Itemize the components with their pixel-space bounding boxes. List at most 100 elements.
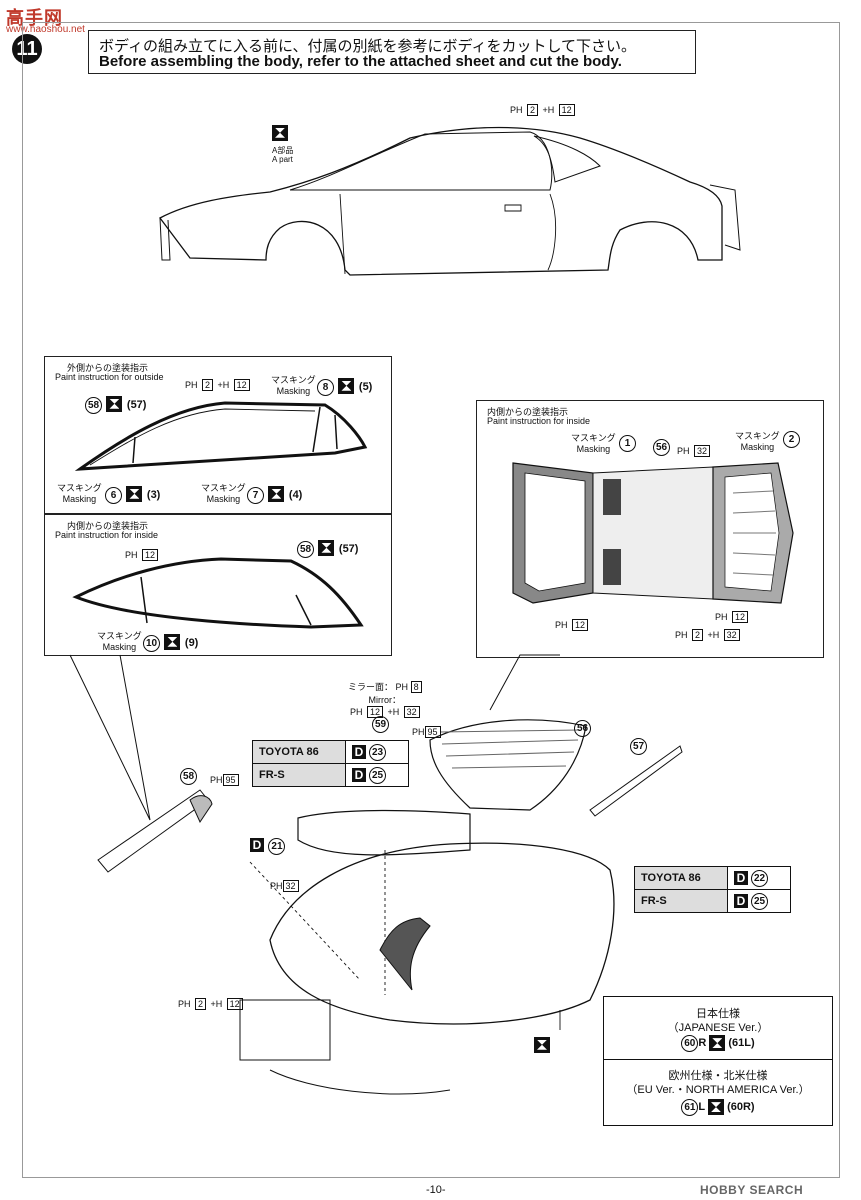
paint-code: 2 [526, 104, 538, 116]
mask-10-callout: 10 (9) [143, 633, 198, 652]
paint-plus: +H [387, 707, 400, 717]
part-number: 61 [681, 1099, 699, 1116]
mask-number-alt: (5) [358, 381, 373, 393]
mask-jp: マスキング [735, 431, 780, 441]
paint-code: 12 [226, 998, 243, 1010]
panel-title-en: Paint instruction for outside [55, 372, 164, 382]
part-number: 60 [681, 1035, 699, 1052]
variant-part: D 22 [727, 866, 791, 890]
ph-label: PH [675, 630, 688, 640]
part-number-alt: (57) [126, 399, 147, 411]
part-number: 22 [751, 869, 769, 887]
part-number: 21 [268, 838, 286, 855]
a-part-jp: A部品 [272, 146, 294, 155]
part-57-number: 57 [630, 738, 647, 755]
mask-6-label: マスキング Masking [57, 481, 102, 504]
part-number: 58 [85, 397, 102, 414]
mask-7-callout: 7 (4) [247, 485, 302, 504]
nipper-icon [318, 539, 335, 556]
mask-number-alt: (4) [288, 489, 303, 501]
glass-paint-combo: PH 2 +H 32 [675, 625, 740, 643]
glass-inside-panel: 内側からの塗装指示 Paint instruction for inside マ… [476, 400, 824, 658]
a-part-nipper-icon [272, 124, 288, 142]
nipper-icon [709, 1035, 726, 1052]
nipper-icon [338, 377, 355, 394]
part-number-alt: (61 [728, 1037, 745, 1049]
a-part-en: A part [272, 155, 293, 164]
paint-code: 2 [194, 998, 206, 1010]
table-row: FR-S D 25 [252, 763, 409, 787]
ph-label: PH [555, 620, 568, 630]
paint-code: 8 [410, 681, 422, 693]
mirror-en: Mirror： [368, 695, 402, 705]
part-number-alt: (57) [338, 543, 359, 555]
paint-code: 32 [693, 445, 710, 457]
mask-7-label: マスキング Masking [201, 481, 246, 504]
variant-part: D 23 [345, 740, 409, 764]
step-number: 11 [12, 34, 42, 64]
side-window-outside-drawing [75, 401, 368, 471]
paint-code: 95 [222, 774, 239, 786]
variant-label: FR-S [252, 763, 346, 787]
part-number: 25 [369, 766, 387, 784]
instruction-en: Before assembling the body, refer to the… [99, 53, 622, 70]
panel-title-en: Paint instruction for inside [487, 416, 591, 426]
paint-code: 12 [571, 619, 588, 631]
watermark-url: www.haoshou.net [6, 24, 85, 35]
body-assembly-drawing [97, 719, 683, 1095]
variant-label: TOYOTA 86 [634, 866, 728, 890]
ph-label: PH [125, 550, 138, 560]
part-58-number: 58 [180, 768, 197, 785]
mirror-label: ミラー面： PH 8 Mirror： [348, 680, 422, 706]
page-number: -10- [426, 1184, 446, 1196]
variant-part: D 25 [345, 763, 409, 787]
mask-jp: マスキング [201, 483, 246, 493]
table-row: FR-S D 25 [634, 889, 791, 913]
paint-code: 12 [731, 611, 748, 623]
mask-number: 10 [143, 635, 160, 652]
paint-plus: +H [217, 380, 230, 390]
mask-8-label: マスキング Masking [271, 373, 316, 396]
side-window-inside-drawing [72, 557, 364, 629]
part-59-number: 59 [372, 716, 389, 733]
paint-plus: +H [707, 630, 720, 640]
d-sprue-icon: D [250, 837, 264, 852]
part-58-inside-callout: 58 (57) [297, 539, 358, 558]
paint-code: 95 [424, 726, 441, 738]
part-number: 56 [653, 439, 670, 456]
glass-paint-12b: PH 12 [715, 607, 748, 625]
mask-en: Masking [62, 494, 97, 504]
mirror-jp: ミラー面： [348, 682, 394, 692]
ph-label: PH [715, 612, 728, 622]
body-paint-callout: PH 2 +H 12 [510, 100, 575, 118]
mask-8-callout: 8 (5) [317, 377, 372, 396]
nipper-icon [708, 1099, 724, 1116]
eu-version-title: 欧州仕様・北米仕様 [668, 1070, 768, 1082]
outside-paint-callout: PH 2 +H 12 [185, 375, 250, 393]
mask-1-label: マスキング Masking [571, 431, 616, 454]
part-58-callout: 58 (57) [85, 395, 146, 414]
paint-code: 12 [558, 104, 575, 116]
paint-code: 2 [201, 379, 213, 391]
ph-label: PH [510, 105, 523, 115]
paint-code: 32 [282, 880, 299, 892]
part-56-number: 56 [574, 720, 591, 737]
paint-code: 12 [233, 379, 250, 391]
window-inside-panel: 内側からの塗装指示 Paint instruction for inside P… [44, 514, 392, 656]
variant-table-top: TOYOTA 86 D 23 FR-S D 25 [252, 740, 409, 787]
mask-jp: マスキング [271, 375, 316, 385]
mask-en: Masking [276, 386, 311, 396]
glass-paint-32: PH 32 [677, 441, 710, 459]
mask-number-alt: (3) [146, 489, 161, 501]
mask-number: 7 [247, 487, 264, 504]
paint-code: 32 [723, 629, 740, 641]
mask-number-alt: (9) [184, 637, 199, 649]
watermark-logo: 高手网 [6, 8, 63, 28]
panel-title-jp: 外側からの塗装指示 [67, 363, 149, 373]
mask-number: 1 [619, 435, 636, 452]
instruction-jp: ボディの組み立てに入る前に、付属の別紙を参考にボディをカットして下さい。 [99, 38, 637, 55]
mask-number: 6 [105, 487, 122, 504]
variant-part: D 25 [727, 889, 791, 913]
